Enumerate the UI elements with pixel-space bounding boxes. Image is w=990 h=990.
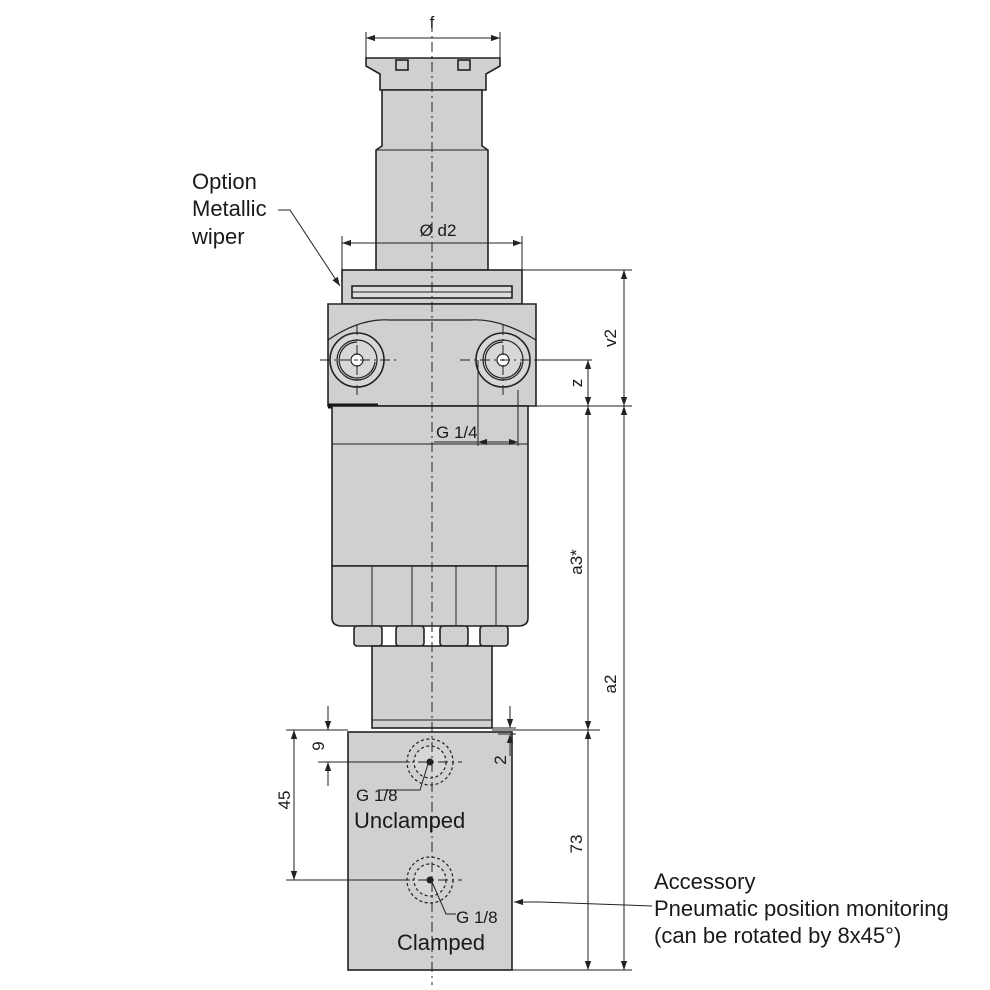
wiper-callout-line2: Metallic	[192, 196, 267, 221]
port-top-thread: G 1/8	[356, 786, 398, 805]
dim-v2: v2	[601, 329, 620, 347]
screw-head-2	[395, 625, 425, 647]
wiper-callout-line3: wiper	[191, 224, 245, 249]
port-top-label: Unclamped	[354, 808, 465, 833]
dimensions: f Ø d2 v2 z a3* a2 73 G 1/4	[275, 13, 632, 971]
accessory-line1: Accessory	[654, 869, 755, 894]
dim-2: 2	[491, 755, 510, 764]
wiper-callout-line1: Option	[192, 169, 257, 194]
dim-f: f	[430, 13, 435, 32]
dim-d2: Ø d2	[420, 221, 457, 240]
screw-head-3	[439, 625, 469, 647]
dim-a3: a3*	[567, 549, 586, 575]
dim-9: 9	[309, 741, 328, 750]
dim-a2: a2	[601, 675, 620, 694]
dim-g14: G 1/4	[436, 423, 478, 442]
cap-notch-right	[457, 59, 471, 71]
callouts: Option Metallic wiper G 1/8 Unclamped G …	[191, 169, 949, 955]
cylinder-body	[331, 405, 529, 567]
dim-73: 73	[567, 835, 586, 854]
screw-head-1	[353, 625, 383, 647]
lower-ring	[331, 565, 529, 627]
dim-z: z	[567, 379, 586, 388]
screw-head-4	[479, 625, 509, 647]
center-lines	[320, 22, 548, 985]
port-bottom-label: Clamped	[397, 930, 485, 955]
top-cap	[365, 57, 501, 91]
accessory-line2: Pneumatic position monitoring	[654, 896, 949, 921]
dim-45: 45	[275, 791, 294, 810]
accessory-line3: (can be rotated by 8x45°)	[654, 923, 901, 948]
port-bottom-thread: G 1/8	[456, 908, 498, 927]
clamp-body	[327, 57, 537, 971]
cap-notch-left	[395, 59, 409, 71]
